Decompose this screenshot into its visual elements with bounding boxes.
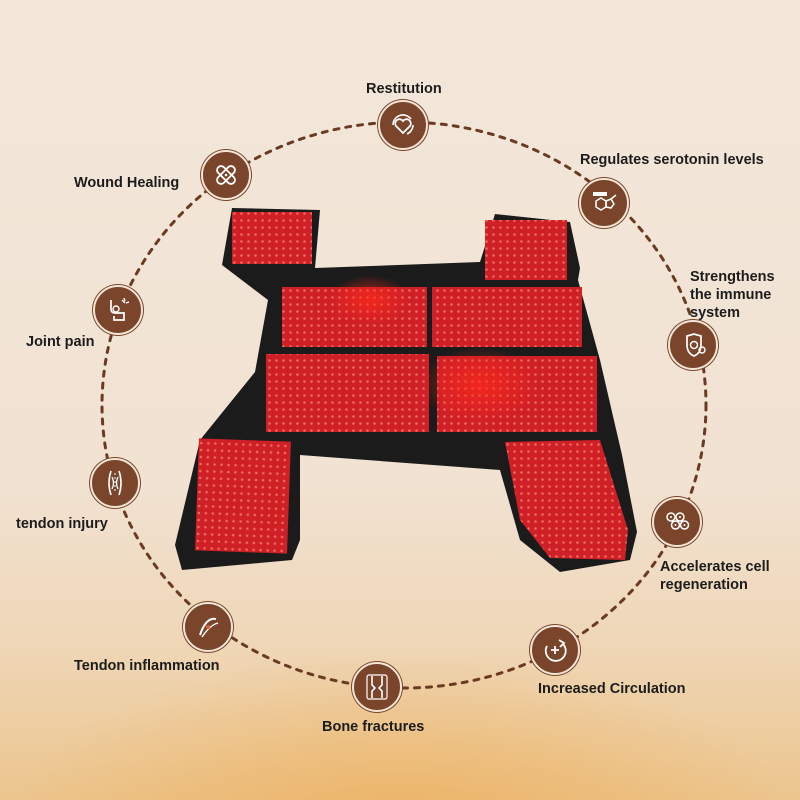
benefit-label-strengthens-the-immune-system: Strengthens the immune system (690, 269, 775, 321)
heart-cycle-icon (378, 100, 428, 150)
tendon-inflammation-icon (183, 602, 233, 652)
led-panel (232, 212, 312, 264)
benefit-label-tendon-injury: tendon injury (16, 516, 108, 532)
bone-fracture-icon (352, 662, 402, 712)
benefit-label-wound-healing: Wound Healing (74, 175, 180, 191)
bottom-glow (0, 650, 800, 800)
tendon-injury-icon (90, 458, 140, 508)
benefit-label-increased-circulation: Increased Circulation (538, 681, 686, 697)
shield-virus-icon (668, 320, 718, 370)
circulation-icon (530, 625, 580, 675)
led-panel (432, 287, 582, 347)
led-panel (195, 438, 291, 554)
led-panel (266, 354, 429, 432)
led-panel (485, 220, 567, 280)
joint-pain-icon (93, 285, 143, 335)
bandage-icon (201, 150, 251, 200)
serotonin-molecule-icon (579, 178, 629, 228)
cells-icon (652, 497, 702, 547)
benefit-label-accelerates-cell-regeneration: Accelerates cell regeneration (660, 559, 770, 593)
led-panel (505, 440, 628, 560)
benefit-label-restitution: Restitution (366, 81, 442, 97)
benefit-label-joint-pain: Joint pain (26, 334, 95, 350)
benefit-label-regulates-serotonin-levels: Regulates serotonin levels (580, 152, 764, 168)
benefit-label-bone-fractures: Bone fractures (322, 719, 425, 735)
benefit-label-tendon-inflammation: Tendon inflammation (74, 658, 220, 674)
